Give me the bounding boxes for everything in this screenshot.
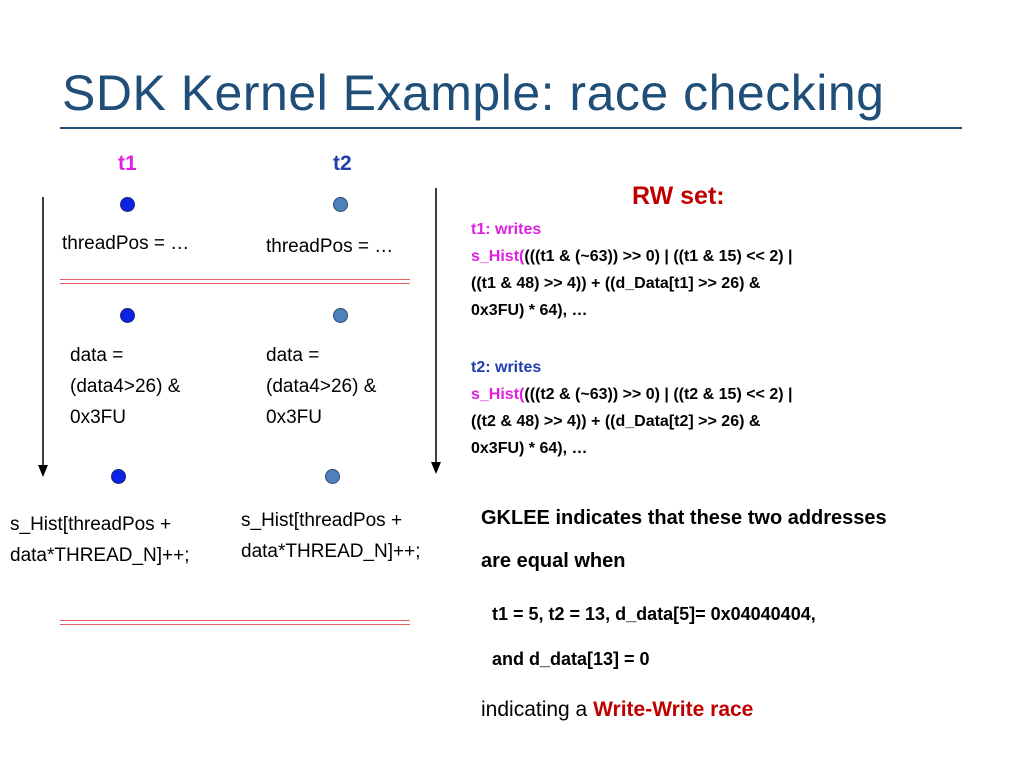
rw-t2-line1: s_Hist((((t2 & (~63)) >> 0) | ((t2 & 15)… [471,381,793,408]
t2-shist-block: s_Hist[threadPos + data*THREAD_N]++; [241,505,421,567]
conclusion-line2: are equal when [481,550,626,572]
rw-set-t1: t1: writes s_Hist((((t1 & (~63)) >> 0) |… [471,216,793,324]
t2-threadpos-text: threadPos = … [266,236,394,257]
t1-data-line: data = [70,345,124,366]
rw-t1-prefix: s_Hist( [471,248,525,265]
slide-title: SDK Kernel Example: race checking [62,65,885,121]
t1-step1-dot [120,197,135,212]
condition-line1: t1 = 5, t2 = 13, d_data[5]= 0x04040404, [492,604,816,624]
rw-t2-line3: 0x3FU) * 64), … [471,440,588,457]
t1-step3-dot [111,469,126,484]
rw-set-heading: RW set: [632,182,725,210]
rw-t1-line1: s_Hist((((t1 & (~63)) >> 0) | ((t1 & 15)… [471,243,793,270]
t1-timeline-arrow [38,197,48,477]
t2-step3-dot [325,469,340,484]
barrier-line-2b [60,624,410,625]
conclusion-final: indicating a Write-Write race [481,698,753,722]
rw-t1-head: t1: writes [471,221,542,238]
thread-label-t1: t1 [118,152,137,175]
rw-t1-line3: 0x3FU) * 64), … [471,302,588,319]
conclusion-line1: GKLEE indicates that these two addresses [481,507,887,529]
t2-data-block: data = (data4>26) & 0x3FU [266,340,376,433]
t1-data-line: 0x3FU [70,407,126,428]
rw-t2-line2: ((t2 & 48) >> 4)) + ((d_Data[t2] >> 26) … [471,413,761,430]
rw-t2-expr: (((t2 & (~63)) >> 0) | ((t2 & 15) << 2) … [524,386,793,403]
t2-data-line: data = [266,345,320,366]
t1-shist-line: s_Hist[threadPos + [10,514,172,535]
rw-t2-head: t2: writes [471,359,542,376]
t2-data-line: (data4>26) & [266,376,377,397]
race-type: Write-Write race [593,698,754,721]
rw-t2-prefix: s_Hist( [471,386,525,403]
t1-data-block: data = (data4>26) & 0x3FU [70,340,180,433]
barrier-line-1a [60,279,410,280]
t2-shist-line: s_Hist[threadPos + [241,510,403,531]
t2-shist-line: data*THREAD_N]++; [241,541,421,562]
t2-step2-dot [333,308,348,323]
t1-threadpos-text: threadPos = … [62,233,190,254]
t1-shist-line: data*THREAD_N]++; [10,545,190,566]
thread-label-t2: t2 [333,152,352,175]
rw-t1-expr: (((t1 & (~63)) >> 0) | ((t1 & 15) << 2) … [524,248,793,265]
title-underline [60,127,962,129]
conclusion-final-prefix: indicating a [481,698,594,721]
barrier-line-2a [60,620,410,621]
t2-timeline-arrow [431,188,441,474]
barrier-line-1b [60,283,410,284]
t1-step2-dot [120,308,135,323]
t2-data-line: 0x3FU [266,407,322,428]
t1-data-line: (data4>26) & [70,376,181,397]
rw-t1-line2: ((t1 & 48) >> 4)) + ((d_Data[t1] >> 26) … [471,275,761,292]
t1-shist-block: s_Hist[threadPos + data*THREAD_N]++; [10,509,190,571]
condition-line2: and d_data[13] = 0 [492,649,650,669]
rw-set-t2: t2: writes s_Hist((((t2 & (~63)) >> 0) |… [471,354,793,462]
t2-step1-dot [333,197,348,212]
